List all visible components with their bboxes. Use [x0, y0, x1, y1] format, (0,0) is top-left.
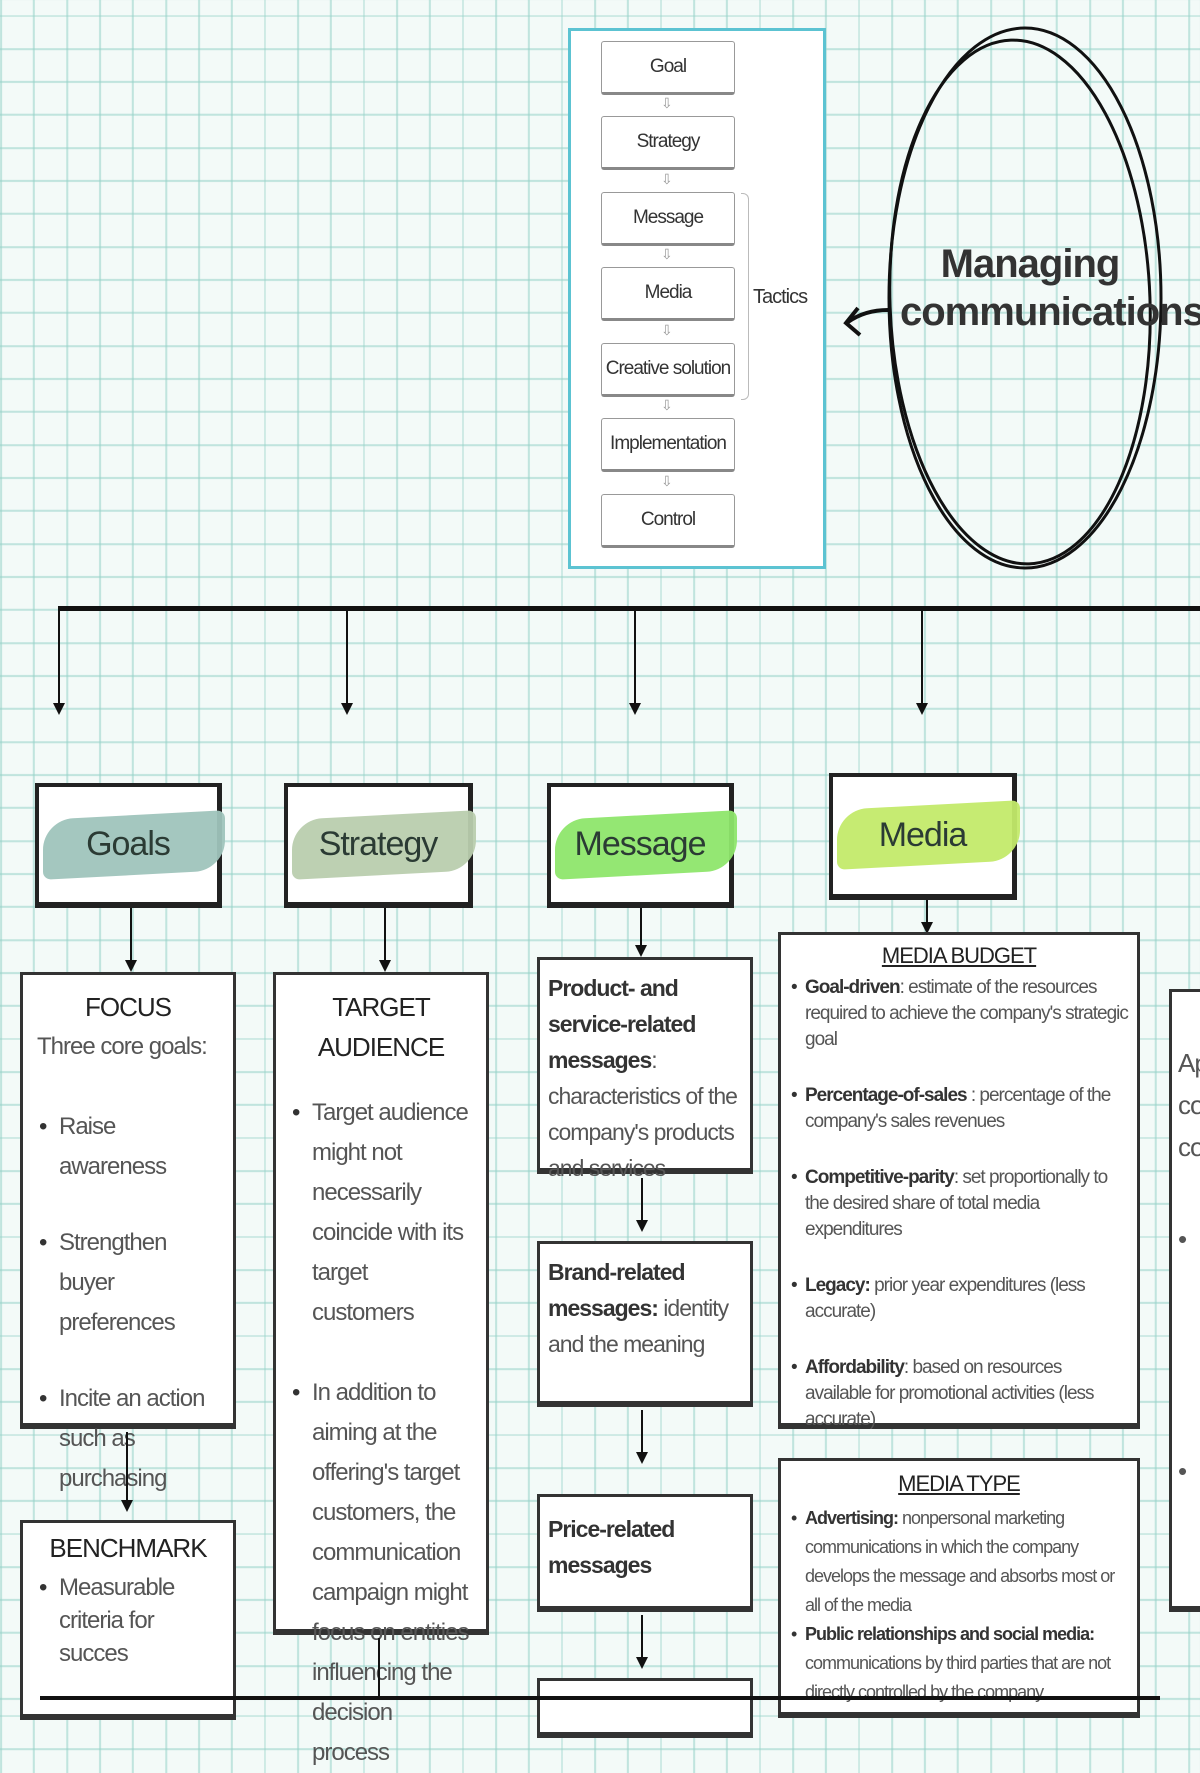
down-arrow-icon: ⇩ [661, 246, 673, 262]
down-arrow-icon: ⇩ [661, 95, 673, 111]
branch-connector [58, 610, 60, 705]
focus-box: FOCUS Three core goals: Raise awarenessS… [20, 972, 236, 1492]
branch-connector [346, 610, 348, 705]
list-item: Strengthen buyer preferences [37, 1223, 219, 1343]
list-item: In addition to aiming at the offering's … [290, 1373, 472, 1773]
benchmark-box: BENCHMARK Measurable criteria for succes [20, 1520, 236, 1720]
down-arrow-icon: ⇩ [661, 397, 673, 413]
media-type-title: MEDIA TYPE [898, 1471, 1021, 1496]
target-title: TARGET AUDIENCE [317, 992, 445, 1062]
flow-step-message: Message [601, 192, 735, 246]
benchmark-title: BENCHMARK [49, 1533, 207, 1563]
list-item: Measurable criteria for succes [37, 1571, 219, 1670]
header-goals: Goals [35, 783, 225, 908]
flow-step-goal: Goal [601, 41, 735, 95]
media-budget-title: MEDIA BUDGET [881, 943, 1037, 968]
branch-connector [921, 610, 923, 705]
focus-intro: Three core goals: [37, 1033, 208, 1060]
arrow-left-icon [846, 308, 889, 324]
product-messages-box: Product- and service-related messages: c… [537, 957, 753, 1181]
flow-step-control: Control [601, 494, 735, 548]
brand-messages-box: Brand-related messages: identity and the… [537, 1241, 753, 1407]
central-circle [843, 26, 1163, 570]
down-arrow-icon: ⇩ [661, 171, 673, 187]
process-flow-panel: Goal ⇩ Strategy ⇩ Message ⇩ Media ⇩ Crea… [568, 28, 826, 569]
header-media: Media [829, 773, 1020, 900]
bottom-line [40, 1696, 1160, 1700]
next-message-box [537, 1678, 753, 1738]
focus-title: FOCUS [85, 992, 172, 1022]
down-arrow-icon: ⇩ [661, 322, 673, 338]
tactics-label: Tactics [753, 286, 808, 308]
list-item: Legacy: prior year expenditures (less ac… [789, 1273, 1129, 1325]
media-type-box: MEDIA TYPE Advertising: nonpersonal mark… [778, 1458, 1140, 1718]
tactics-bracket [741, 193, 749, 400]
header-message: Message [547, 783, 737, 908]
partial-box: Apcoco •• [1169, 989, 1200, 1612]
list-item: Raise awareness [37, 1107, 219, 1187]
list-item: Incite an action such as purchasing [37, 1379, 219, 1499]
flow-step-implementation: Implementation [601, 418, 735, 472]
target-audience-box: TARGET AUDIENCE Target audience might no… [273, 972, 489, 1766]
branch-line [58, 606, 1200, 611]
list-item: Affordability: based on resources availa… [789, 1355, 1129, 1433]
branch-connector [634, 610, 636, 705]
list-item: Competitive-parity: set proportionally t… [789, 1165, 1129, 1243]
list-item: Advertising: nonpersonal marketing commu… [789, 1504, 1129, 1620]
list-item: Public relationships and social media: c… [789, 1620, 1129, 1707]
media-budget-box: MEDIA BUDGET Goal-driven: estimate of th… [778, 932, 1140, 1430]
list-item: Goal-driven: estimate of the resources r… [789, 975, 1129, 1053]
flow-step-creative-solution: Creative solution [601, 343, 735, 397]
flow-step-media: Media [601, 267, 735, 321]
header-strategy: Strategy [284, 783, 476, 908]
flow-step-strategy: Strategy [601, 116, 735, 170]
list-item: Percentage-of-sales : percentage of the … [789, 1083, 1129, 1135]
down-arrow-icon: ⇩ [661, 473, 673, 489]
list-item: Target audience might not necessarily co… [290, 1093, 472, 1333]
price-messages-box: Price-related messages [537, 1494, 753, 1612]
